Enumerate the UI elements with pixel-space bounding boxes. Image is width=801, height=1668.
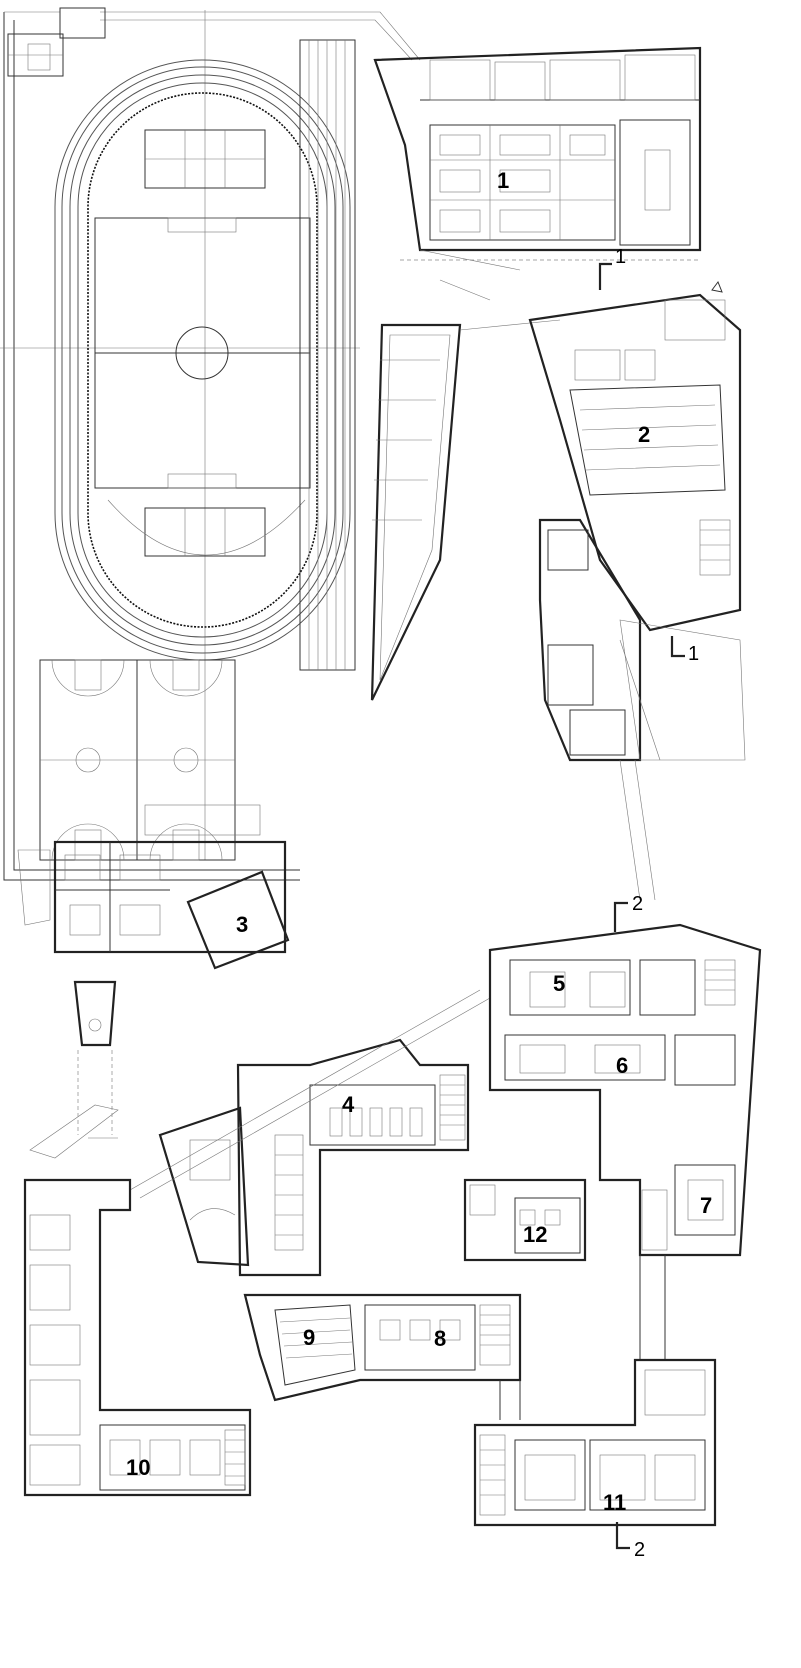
north-arrow-icon xyxy=(711,280,723,293)
sprint-lanes xyxy=(299,39,356,671)
zone-labels: 1 2 3 4 5 6 7 8 9 10 11 12 xyxy=(126,168,712,1515)
entrance-gate xyxy=(7,7,106,77)
zone-label-4: 4 xyxy=(342,1092,355,1117)
zone-label-11: 11 xyxy=(603,1490,626,1515)
zone-label-3: 3 xyxy=(236,912,248,937)
section-label-1-top: 1 xyxy=(615,246,626,268)
running-track xyxy=(54,59,351,661)
section-label-1-bottom: 1 xyxy=(688,643,699,665)
zone-label-12: 12 xyxy=(523,1222,547,1247)
zone-label-5: 5 xyxy=(553,971,565,996)
grandstand xyxy=(370,323,462,701)
section-marker-2-bottom: 2 xyxy=(615,1522,645,1561)
connector-walkway xyxy=(619,759,656,901)
zone-label-10: 10 xyxy=(126,1455,150,1480)
zone-label-8: 8 xyxy=(434,1326,446,1351)
site-boundary xyxy=(0,10,421,881)
section-label-2-top: 2 xyxy=(632,893,643,915)
football-field xyxy=(94,129,311,557)
section-label-2-bottom: 2 xyxy=(634,1539,645,1561)
basketball-courts xyxy=(39,659,236,861)
building-2-wing xyxy=(538,518,746,762)
zone-label-2: 2 xyxy=(638,422,650,447)
lower-complex xyxy=(23,923,762,1527)
section-marker-1-top: 1 xyxy=(598,246,626,290)
zone-label-1: 1 xyxy=(497,168,509,193)
zone-label-6: 6 xyxy=(616,1053,628,1078)
section-marker-1-bottom: 1 xyxy=(670,636,699,665)
zone-label-7: 7 xyxy=(700,1193,712,1218)
walkway-1-2 xyxy=(419,249,561,331)
building-1 xyxy=(373,46,702,261)
building-3 xyxy=(17,804,290,970)
building-2 xyxy=(528,293,742,632)
section-marker-2-top: 2 xyxy=(613,893,643,932)
zone-label-9: 9 xyxy=(303,1325,315,1350)
small-pavilion xyxy=(29,980,119,1159)
